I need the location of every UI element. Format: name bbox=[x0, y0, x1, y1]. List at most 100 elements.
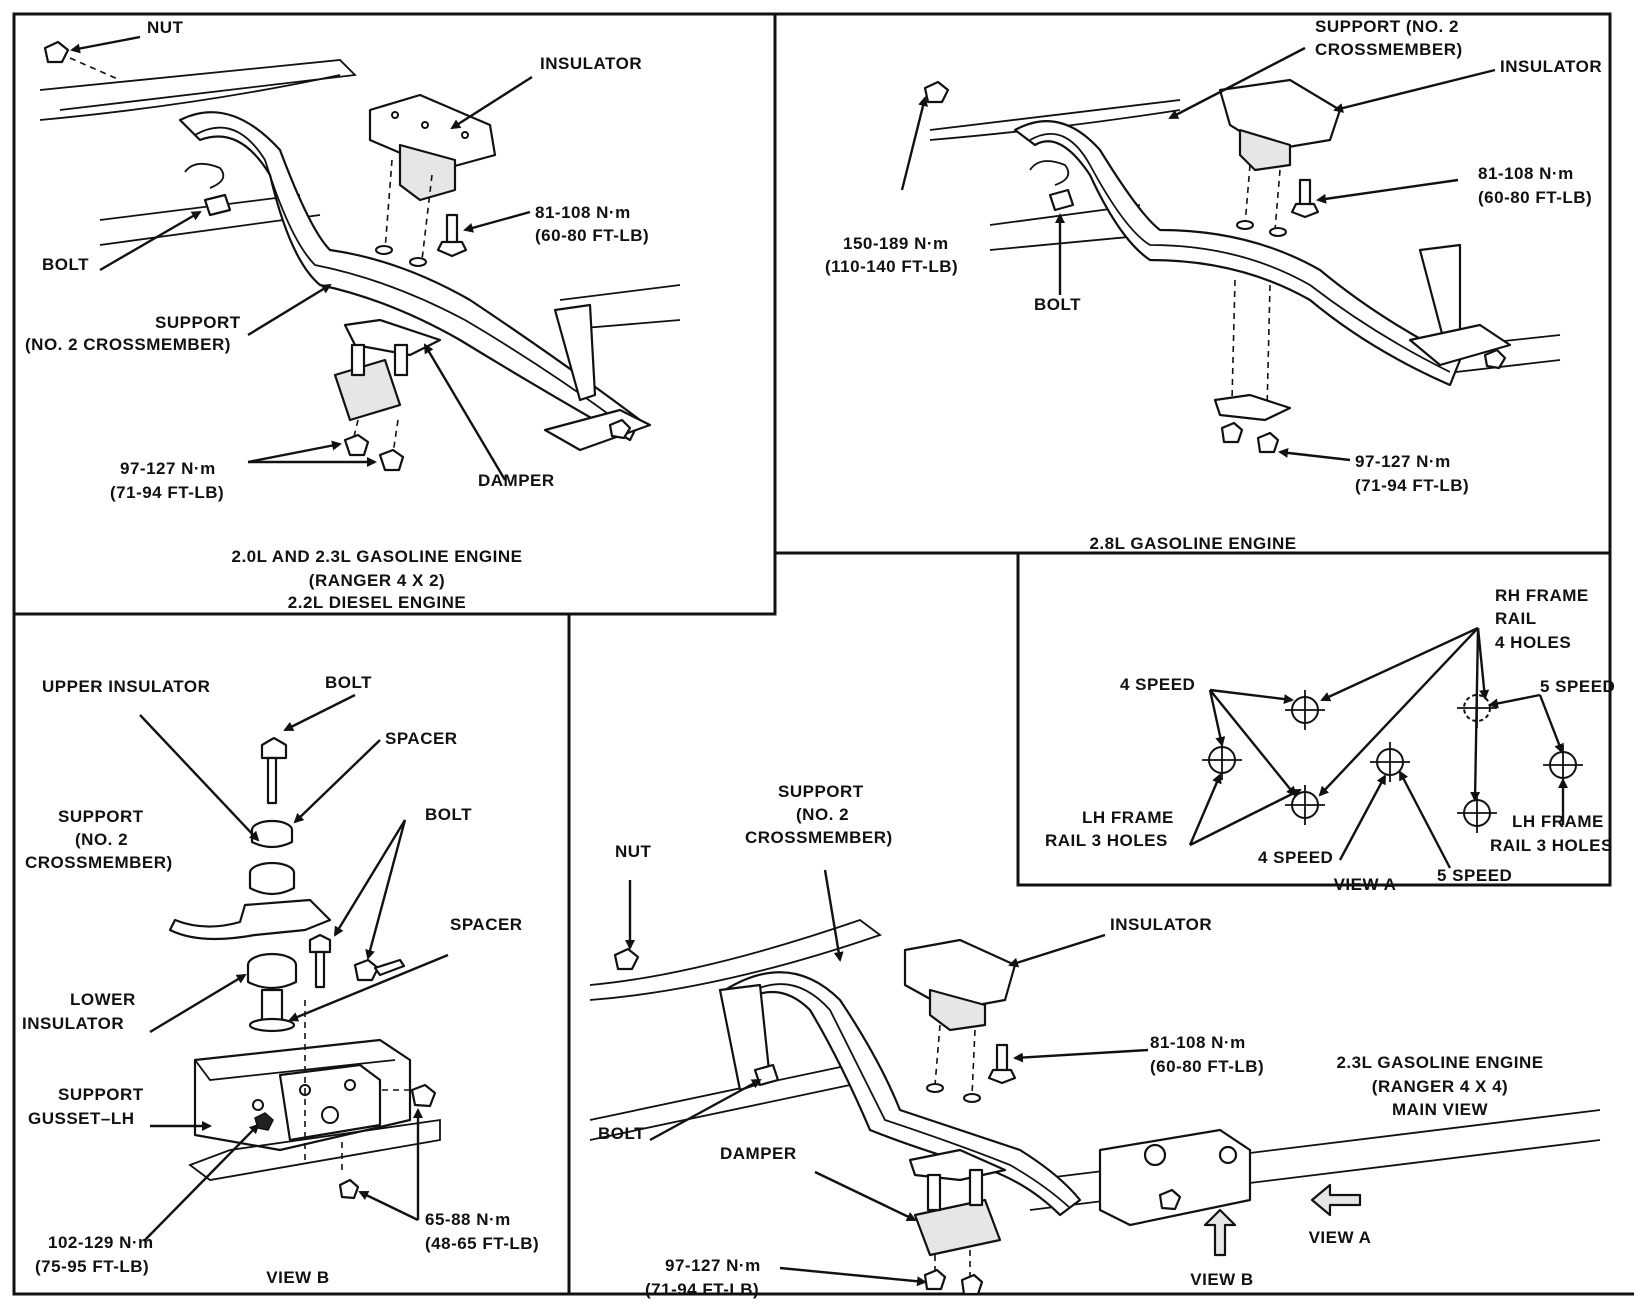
view-b-arrow bbox=[1203, 1208, 1237, 1257]
damper bbox=[333, 358, 402, 422]
label-support-1: SUPPORT bbox=[155, 313, 241, 332]
view-a-arrow bbox=[1310, 1183, 1362, 1217]
label-torque-97-nm: 97-127 N·m bbox=[665, 1256, 761, 1275]
support-bracket bbox=[168, 898, 332, 941]
label-insulator: INSULATOR bbox=[1110, 915, 1212, 934]
title-view-b: VIEW B bbox=[266, 1268, 329, 1287]
label-5-speed-bottom: 5 SPEED bbox=[1437, 866, 1512, 885]
label-view-a: VIEW A bbox=[1309, 1228, 1372, 1247]
crossmember bbox=[1013, 119, 1462, 387]
crossmember bbox=[723, 971, 1082, 1217]
label-torque-81-ft: (60-80 FT-LB) bbox=[1478, 188, 1592, 207]
title-tr: 2.8L GASOLINE ENGINE bbox=[1089, 534, 1296, 553]
label-upper-insulator: UPPER INSULATOR bbox=[42, 677, 210, 696]
hole-5speed-lh-right bbox=[1543, 745, 1583, 785]
panel-tr-border bbox=[773, 12, 1612, 555]
label-torque-65-ft: (48-65 FT-LB) bbox=[425, 1234, 539, 1253]
panel-view-a-border bbox=[1016, 551, 1612, 887]
hole-4speed-rh bbox=[1285, 690, 1325, 730]
frame-bracket bbox=[553, 303, 597, 402]
label-spacer-right: SPACER bbox=[450, 915, 523, 934]
label-bolt: BOLT bbox=[1034, 295, 1081, 314]
label-4-speed-top: 4 SPEED bbox=[1120, 675, 1195, 694]
label-insulator: INSULATOR bbox=[540, 54, 642, 73]
insulator bbox=[1218, 78, 1342, 152]
label-torque-97-nm: 97-127 N·m bbox=[120, 459, 216, 478]
panel-tr: SUPPORT (NO. 2 CROSSMEMBER) INSULATOR 15… bbox=[825, 17, 1602, 553]
label-torque-97-ft: (71-94 FT-LB) bbox=[1355, 476, 1469, 495]
label-support-2: (NO. 2 CROSSMEMBER) bbox=[25, 335, 231, 354]
panel-view-b-border bbox=[12, 612, 571, 1296]
label-support-2: (NO. 2 bbox=[75, 830, 128, 849]
label-bolt: BOLT bbox=[598, 1124, 645, 1143]
label-lh-right-2: RAIL 3 HOLES bbox=[1490, 836, 1613, 855]
label-lh-left-1: LH FRAME bbox=[1082, 808, 1174, 827]
hole-center bbox=[1370, 742, 1410, 782]
title-view-a: VIEW A bbox=[1334, 875, 1397, 894]
panel-main: SUPPORT (NO. 2 CROSSMEMBER) NUT INSULATO… bbox=[589, 782, 1601, 1299]
damper bbox=[913, 1198, 1002, 1257]
label-torque-97-ft: (71-94 FT-LB) bbox=[110, 483, 224, 502]
frame-rail bbox=[39, 59, 357, 111]
label-bolt-top: BOLT bbox=[325, 673, 372, 692]
label-gusset-1: SUPPORT bbox=[58, 1085, 144, 1104]
bolt-top bbox=[260, 736, 288, 760]
panel-view-a: RH FRAME RAIL 4 HOLES 4 SPEED 5 SPEED LH… bbox=[1045, 586, 1615, 894]
panel-borders bbox=[12, 12, 1634, 1296]
label-torque-65-nm: 65-88 N·m bbox=[425, 1210, 511, 1229]
label-torque-97-ft: (71-94 FT-LB) bbox=[645, 1280, 759, 1299]
title-main-1: 2.3L GASOLINE ENGINE bbox=[1336, 1053, 1543, 1072]
label-torque-81-ft: (60-80 FT-LB) bbox=[1150, 1057, 1264, 1076]
label-support-2: CROSSMEMBER) bbox=[1315, 40, 1463, 59]
label-support-1: SUPPORT bbox=[778, 782, 864, 801]
label-insulator: INSULATOR bbox=[1500, 57, 1602, 76]
bolt-81 bbox=[445, 213, 459, 245]
label-lower-1: LOWER bbox=[70, 990, 136, 1009]
hole-4speed-lh-left bbox=[1202, 740, 1242, 780]
label-torque-81-nm: 81-108 N·m bbox=[535, 203, 631, 222]
label-rh-3: 4 HOLES bbox=[1495, 633, 1571, 652]
label-support-3: CROSSMEMBER) bbox=[25, 853, 173, 872]
label-lh-left-2: RAIL 3 HOLES bbox=[1045, 831, 1168, 850]
label-bolt-right: BOLT bbox=[425, 805, 472, 824]
label-support-2: (NO. 2 bbox=[796, 805, 849, 824]
panel-tl: NUT INSULATOR 81-108 N·m (60-80 FT-LB) B… bbox=[25, 18, 681, 612]
label-torque-81-nm: 81-108 N·m bbox=[1478, 164, 1574, 183]
label-4-speed-bottom: 4 SPEED bbox=[1258, 848, 1333, 867]
label-torque-81-nm: 81-108 N·m bbox=[1150, 1033, 1246, 1052]
label-view-b: VIEW B bbox=[1190, 1270, 1253, 1289]
title-tl-3: 2.2L DIESEL ENGINE bbox=[288, 593, 466, 612]
support-gusset bbox=[1098, 1128, 1252, 1227]
label-gusset-2: GUSSET–LH bbox=[28, 1109, 135, 1128]
hole-5speed-bottom bbox=[1457, 793, 1497, 833]
label-damper: DAMPER bbox=[478, 471, 555, 490]
panel-view-b: UPPER INSULATOR BOLT SPACER SUPPORT (NO.… bbox=[22, 673, 539, 1287]
title-main-3: MAIN VIEW bbox=[1392, 1100, 1489, 1119]
label-torque-102-ft: (75-95 FT-LB) bbox=[35, 1257, 149, 1276]
label-damper: DAMPER bbox=[720, 1144, 797, 1163]
label-torque-150-nm: 150-189 N·m bbox=[843, 234, 949, 253]
label-spacer-top: SPACER bbox=[385, 729, 458, 748]
label-lower-2: INSULATOR bbox=[22, 1014, 124, 1033]
label-lh-right-1: LH FRAME bbox=[1512, 812, 1604, 831]
frame-rail bbox=[589, 918, 882, 1001]
title-tl-2: (RANGER 4 X 2) bbox=[309, 571, 445, 590]
label-torque-150-ft: (110-140 FT-LB) bbox=[825, 257, 958, 276]
nut bbox=[43, 40, 70, 64]
label-5-speed-top: 5 SPEED bbox=[1540, 677, 1615, 696]
title-tl-1: 2.0L AND 2.3L GASOLINE ENGINE bbox=[232, 547, 523, 566]
label-rh-1: RH FRAME bbox=[1495, 586, 1589, 605]
label-support-3: CROSSMEMBER) bbox=[745, 828, 893, 847]
label-torque-81-ft: (60-80 FT-LB) bbox=[535, 226, 649, 245]
label-nut: NUT bbox=[615, 842, 652, 861]
label-rh-2: RAIL bbox=[1495, 609, 1537, 628]
label-support-1: SUPPORT (NO. 2 bbox=[1315, 17, 1459, 36]
side-bolt bbox=[203, 193, 232, 217]
label-torque-102-nm: 102-129 N·m bbox=[48, 1233, 154, 1252]
label-torque-97-nm: 97-127 N·m bbox=[1355, 452, 1451, 471]
label-bolt: BOLT bbox=[42, 255, 89, 274]
hole-4speed-bottom bbox=[1285, 785, 1325, 825]
label-nut: NUT bbox=[147, 18, 184, 37]
label-support-1: SUPPORT bbox=[58, 807, 144, 826]
